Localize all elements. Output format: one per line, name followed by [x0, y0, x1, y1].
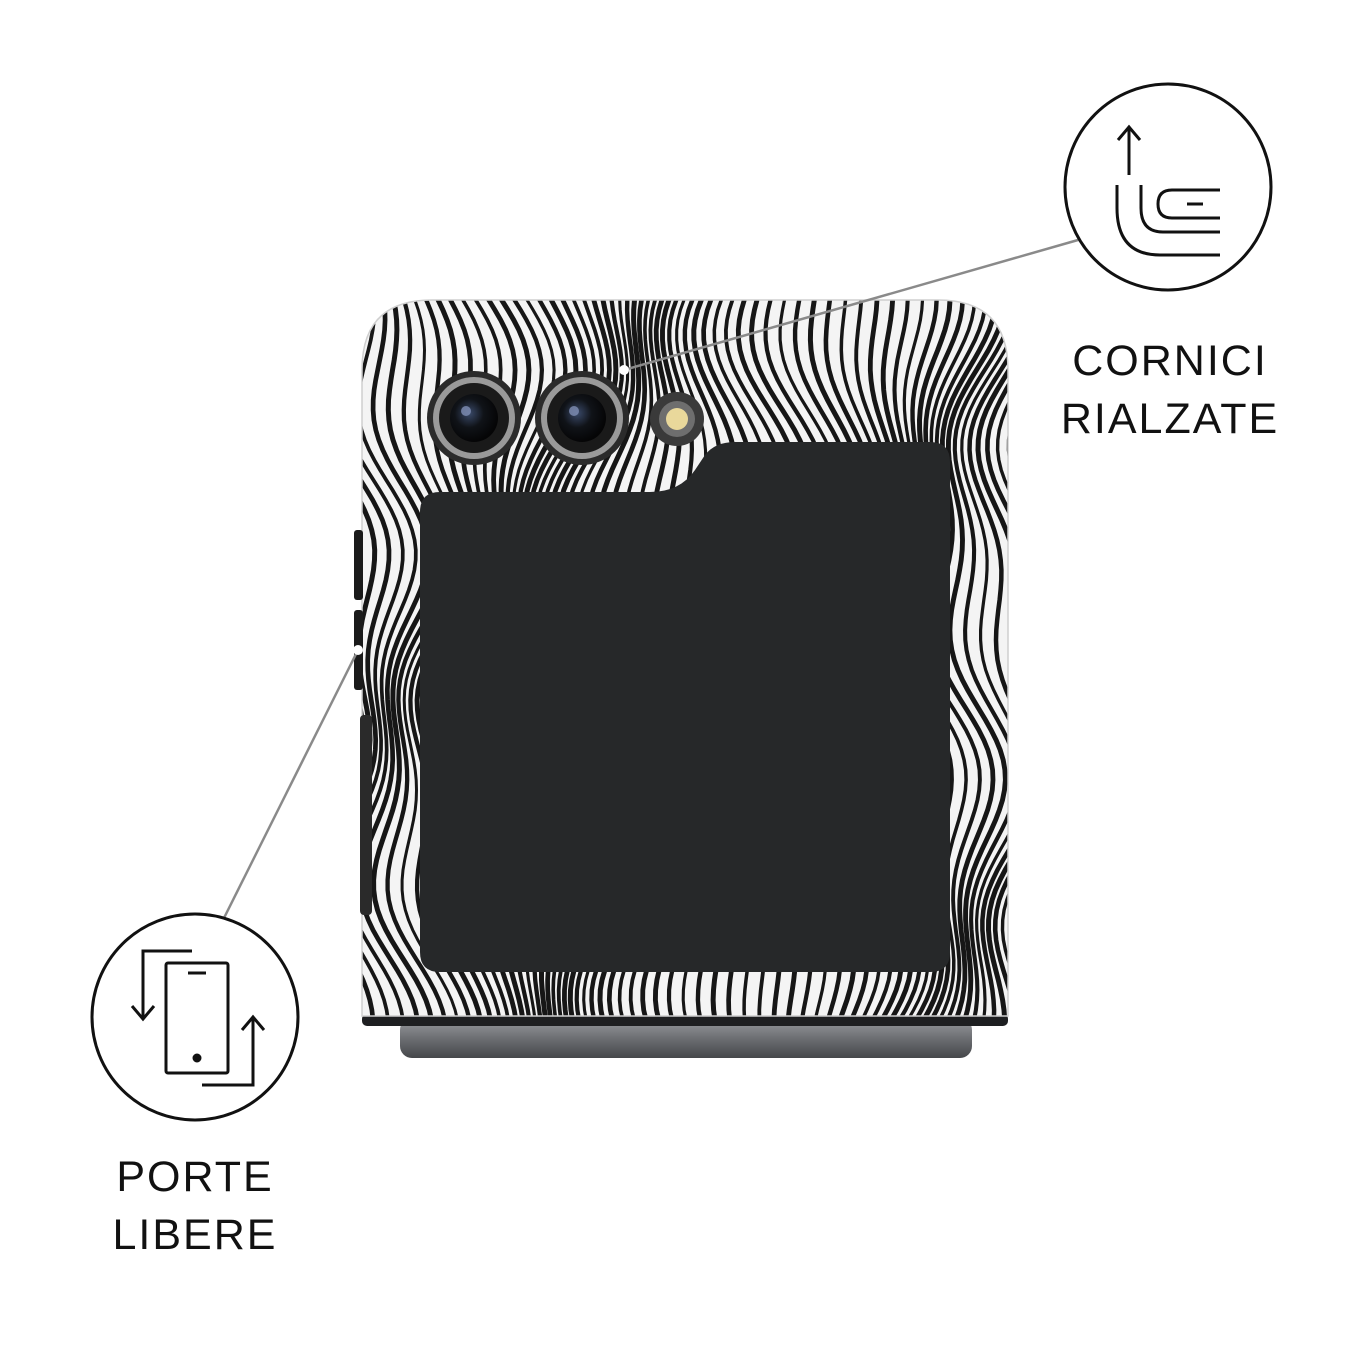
callout-dot [619, 365, 629, 375]
pattern-line [385, 300, 452, 1016]
pattern-line [985, 300, 1008, 1016]
phone-hinge [362, 1014, 1008, 1058]
raised-edge-icon [1063, 82, 1273, 292]
side-button [354, 530, 363, 600]
flash-icon [650, 392, 704, 446]
callout-leader-lines [222, 238, 1079, 919]
pattern-line [294, 290, 357, 1030]
feature-label-line: CORNICI [1072, 337, 1268, 385]
pattern-line [400, 300, 461, 1016]
feature-label-line: LIBERE [112, 1211, 278, 1259]
side-cutout [360, 715, 372, 915]
feature-label-raised-edges: CORNICI RIALZATE [1040, 332, 1300, 448]
pattern-line [362, 300, 405, 1016]
pattern-line [362, 300, 418, 1016]
pattern-line [362, 300, 392, 1016]
pattern-line [945, 300, 1008, 1016]
feature-label-line: RIALZATE [1060, 395, 1280, 443]
feature-label-line: PORTE [116, 1153, 274, 1201]
pattern-line [975, 300, 1008, 1016]
camera-lens-icon [535, 371, 629, 465]
camera-lens-icon [427, 371, 521, 465]
callout-dot [353, 645, 363, 655]
pattern-line [995, 300, 1008, 1016]
pattern-line [952, 300, 1008, 1016]
camera-module [427, 371, 704, 465]
feature-label-free-ports: PORTE LIBERE [70, 1148, 320, 1264]
phone-rotate-icon [90, 912, 300, 1122]
cover-screen [420, 442, 950, 972]
pattern-line [967, 300, 1008, 1016]
pattern-line [960, 300, 1008, 1016]
pattern-line [371, 300, 442, 1016]
